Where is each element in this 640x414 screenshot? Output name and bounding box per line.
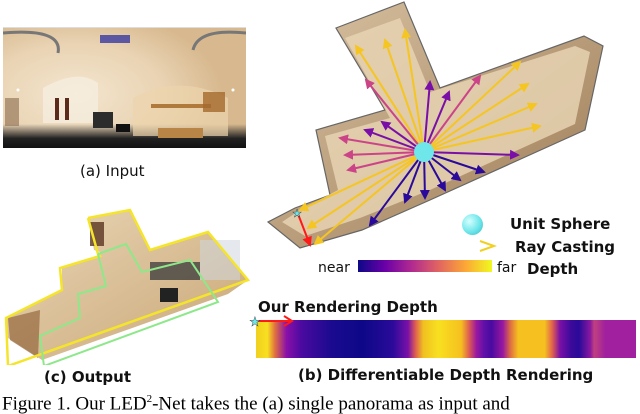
panel-a-label: (a) Input bbox=[80, 162, 145, 180]
panorama-scene-icon bbox=[2, 30, 247, 138]
legend-depth: Depth bbox=[527, 260, 579, 278]
unit-sphere-icon bbox=[414, 142, 434, 162]
caption-superscript: 2 bbox=[146, 393, 153, 405]
star-icon: ★ bbox=[249, 315, 261, 329]
legend-far: far bbox=[497, 260, 517, 276]
depth-colorbar bbox=[358, 260, 492, 272]
legend-unit-sphere: Unit Sphere bbox=[510, 215, 611, 233]
unit-sphere-legend-icon bbox=[462, 214, 483, 235]
caption-suffix: -Net takes the (a) single panorama as in… bbox=[152, 393, 510, 414]
start-marker: ★ bbox=[249, 315, 294, 329]
output-layout-diagram bbox=[4, 208, 251, 365]
rendered-depth-strip bbox=[256, 320, 636, 358]
input-panorama-image bbox=[2, 27, 247, 148]
figure-caption: Figure 1. Our LED2-Net takes the (a) sin… bbox=[2, 393, 510, 414]
depth-strip-title: Our Rendering Depth bbox=[258, 298, 438, 316]
caption-prefix: Figure 1. Our LED bbox=[2, 393, 147, 414]
panel-c-label: (c) Output bbox=[44, 368, 132, 386]
legend-ray-casting: Ray Casting bbox=[515, 238, 615, 256]
panel-b-label: (b) Differentiable Depth Rendering bbox=[298, 366, 594, 384]
ray-casting-diagram: ★ bbox=[266, 1, 604, 249]
ray-casting-arrow-icon bbox=[358, 240, 497, 252]
svg-text:★: ★ bbox=[292, 207, 302, 220]
legend-near: near bbox=[318, 260, 350, 276]
